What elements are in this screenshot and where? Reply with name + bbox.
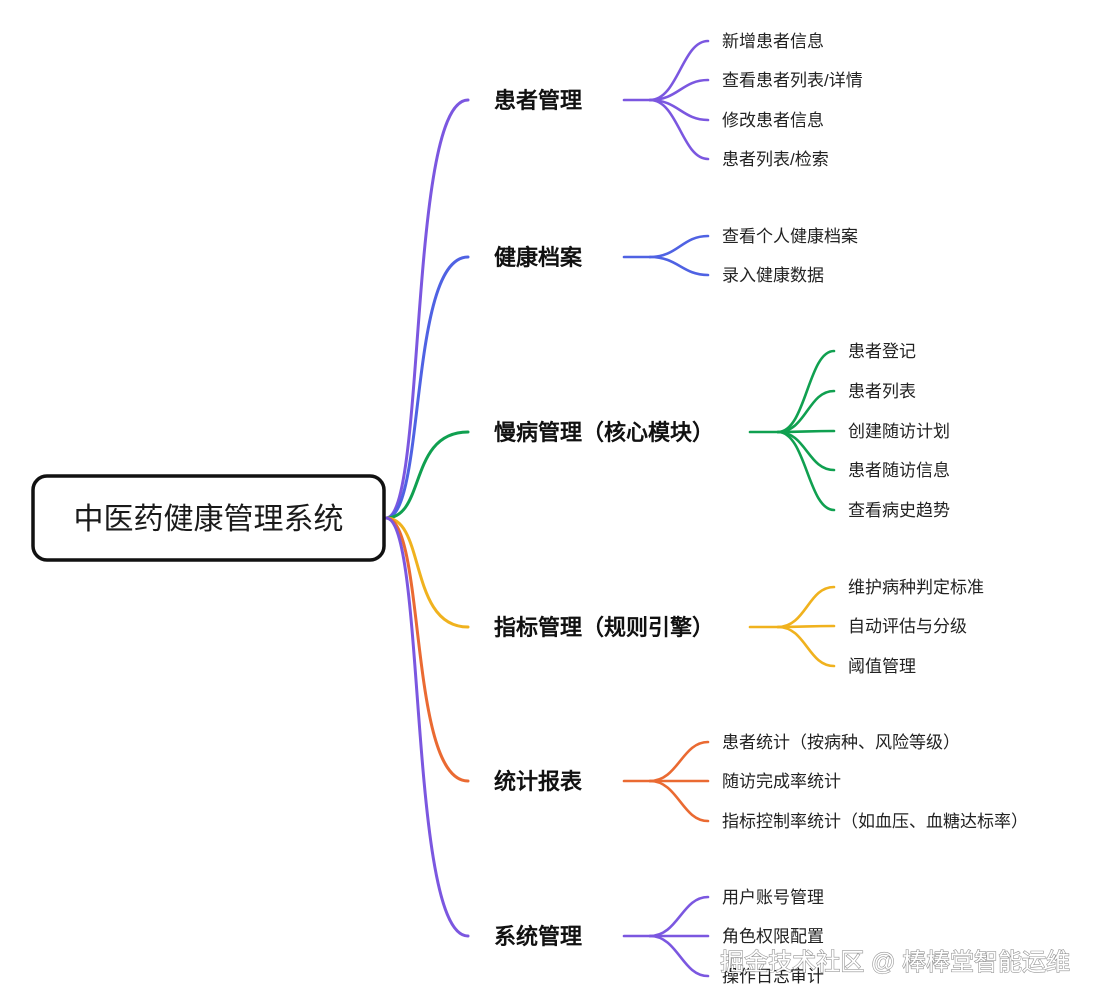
leaf-label: 维护病种判定标准 bbox=[848, 578, 984, 597]
branch-label: 慢病管理（核心模块） bbox=[494, 420, 714, 445]
leaf-connector bbox=[648, 255, 710, 277]
root-label: 中医药健康管理系统 bbox=[74, 503, 344, 536]
leaf-label: 操作日志审计 bbox=[722, 967, 824, 986]
leaf-label: 随访完成率统计 bbox=[722, 772, 841, 791]
leaf-connector bbox=[776, 430, 836, 512]
leaf-label: 患者列表/检索 bbox=[722, 150, 829, 169]
leaf-label: 查看患者列表/详情 bbox=[722, 71, 863, 90]
root-connector bbox=[384, 516, 470, 938]
branch-label: 统计报表 bbox=[494, 769, 583, 794]
leaf-connector bbox=[648, 234, 710, 259]
leaf-label: 修改患者信息 bbox=[722, 111, 824, 130]
branch-label: 健康档案 bbox=[494, 245, 583, 270]
leaf-label: 创建随访计划 bbox=[848, 422, 950, 441]
root-connector bbox=[384, 98, 470, 520]
leaf-label: 角色权限配置 bbox=[722, 927, 824, 946]
root-node: 中医药健康管理系统 bbox=[31, 474, 386, 562]
branch-label: 系统管理 bbox=[494, 924, 582, 949]
branch-node: 统计报表 患者统计（按病种、风险等级） 随访完成率统计指标控制率统计（如血压、血糖达… bbox=[494, 733, 1028, 831]
leaf-connector bbox=[648, 779, 710, 823]
leaf-label: 查看个人健康档案 bbox=[722, 227, 858, 246]
root-box bbox=[31, 474, 386, 562]
leaf-connector bbox=[776, 429, 836, 434]
root-connector bbox=[384, 430, 470, 520]
root-connector bbox=[384, 516, 470, 783]
leaf-connector bbox=[776, 585, 836, 629]
leaf-label: 新增患者信息 bbox=[722, 32, 824, 51]
root-connector bbox=[384, 516, 470, 629]
leaf-label: 录入健康数据 bbox=[722, 266, 824, 285]
leaf-label: 患者统计（按病种、风险等级） bbox=[722, 733, 960, 752]
leaf-connector bbox=[648, 895, 710, 938]
leaf-connector bbox=[776, 624, 836, 629]
leaf-connector bbox=[776, 625, 836, 668]
leaf-connector bbox=[648, 740, 710, 783]
root-connectors bbox=[384, 98, 470, 938]
branch-label: 指标管理（规则引擎） bbox=[494, 615, 714, 640]
branch-label: 患者管理 bbox=[494, 88, 582, 113]
root-connector bbox=[384, 255, 470, 520]
leaf-connector bbox=[776, 430, 836, 472]
leaf-connector bbox=[648, 39, 710, 102]
leaf-label: 患者登记 bbox=[848, 342, 916, 361]
leaf-label: 指标控制率统计（如血压、血糖达标率） bbox=[722, 812, 1028, 831]
watermark: 掘金技术社区 @ 棒棒堂智能运维 bbox=[720, 949, 1070, 976]
leaf-connector bbox=[648, 934, 710, 978]
leaf-label: 阈值管理 bbox=[848, 657, 916, 676]
leaf-connector bbox=[648, 98, 710, 161]
leaf-label: 用户账号管理 bbox=[722, 888, 824, 907]
leaf-label: 患者列表 bbox=[848, 382, 916, 401]
leaf-label: 自动评估与分级 bbox=[848, 617, 967, 636]
leaf-connector bbox=[776, 349, 836, 434]
leaf-label: 查看病史趋势 bbox=[848, 501, 950, 520]
leaf-label: 患者随访信息 bbox=[848, 461, 950, 480]
